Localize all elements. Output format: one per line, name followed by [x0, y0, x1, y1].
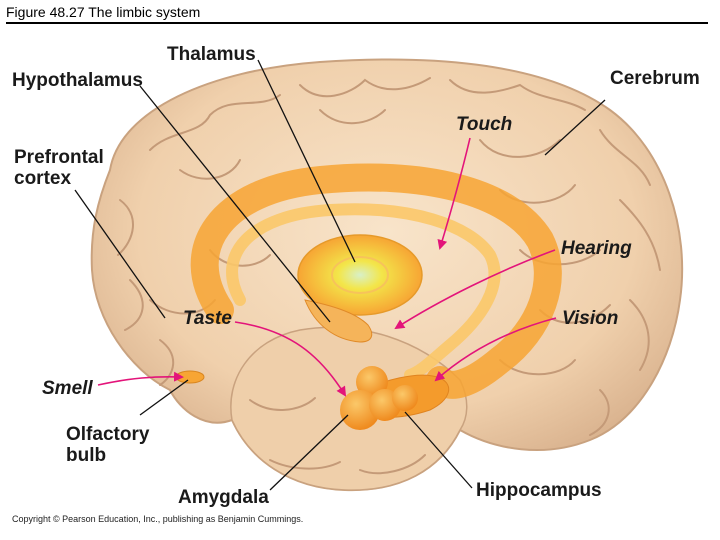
- label-hearing: Hearing: [561, 238, 632, 259]
- label-amygdala: Amygdala: [178, 487, 269, 508]
- figure-title: Figure 48.27 The limbic system: [6, 4, 201, 20]
- label-thalamus: Thalamus: [167, 44, 256, 65]
- label-hippocampus: Hippocampus: [476, 480, 602, 501]
- vision-arrow: [434, 317, 557, 382]
- smell-arrow: [97, 371, 184, 386]
- taste-arrow: [234, 321, 347, 397]
- amygdala-structure: [340, 366, 418, 430]
- label-hypothalamus: Hypothalamus: [12, 70, 143, 91]
- label-olfactory-bulb: Olfactory bulb: [66, 424, 150, 466]
- hypothalamus-structure: [304, 299, 373, 343]
- title-divider: [6, 22, 708, 24]
- gyri-folds: [117, 77, 661, 475]
- label-prefrontal-cortex: Prefrontal cortex: [14, 147, 104, 189]
- hearing-arrow: [394, 249, 556, 330]
- label-cerebrum: Cerebrum: [610, 68, 700, 89]
- fornix-band: [226, 203, 501, 381]
- thalamus-ring: [331, 256, 389, 294]
- touch-arrow: [437, 137, 471, 250]
- label-touch: Touch: [456, 114, 513, 135]
- sensory-arrows: [97, 137, 557, 397]
- label-taste: Taste: [183, 308, 232, 329]
- thalamus-structure: [297, 234, 423, 316]
- label-vision: Vision: [562, 308, 619, 329]
- copyright-notice: Copyright © Pearson Education, Inc., pub…: [12, 514, 304, 524]
- label-smell: Smell: [42, 378, 93, 399]
- leader-lines: [74, 59, 606, 491]
- cingulate-band: [190, 163, 562, 399]
